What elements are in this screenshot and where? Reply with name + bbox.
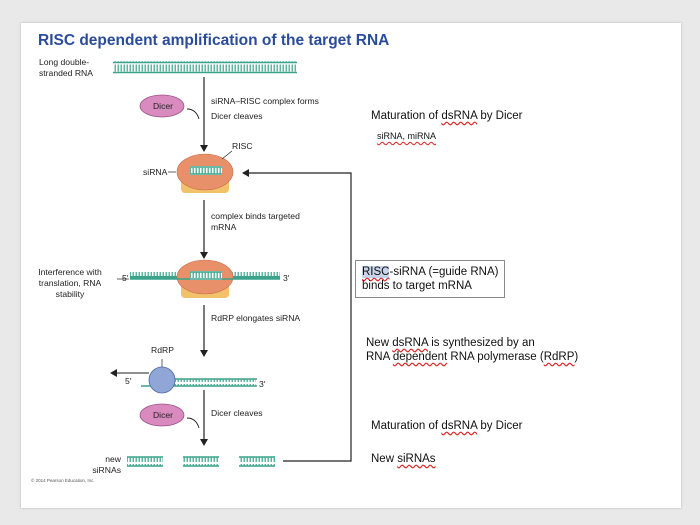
slide: RISC dependent amplification of the targ… [21, 23, 681, 508]
label-sirna: siRNA [143, 167, 168, 177]
risc-complex-2 [117, 259, 280, 298]
label-dicer-bottom: Dicer [152, 410, 174, 420]
label-long-dsrna: Long double-stranded RNA [39, 57, 93, 78]
new-sirnas-graphic [127, 456, 275, 467]
note-maturation-2: Maturation of dsRNA by Dicer [371, 420, 523, 432]
long-dsrna-graphic [113, 61, 297, 74]
label-interference: Interference with translation, RNA stabi… [38, 267, 102, 299]
label-step3: RdRP elongates siRNA [211, 313, 301, 323]
label-dicer-top: Dicer [152, 101, 174, 111]
feedback-arrow [242, 169, 352, 462]
label-3prime: 3′ [283, 273, 290, 283]
diagram-canvas [110, 61, 352, 467]
label-step4: Dicer cleaves [211, 408, 263, 418]
note-sirna-mirna: siRNA, miRNA [377, 131, 437, 141]
label-step2: complex binds targeted mRNA [211, 211, 300, 232]
label-5prime-2: 5′ [125, 376, 132, 386]
note-new-dsrna: New dsRNA is synthesized by an [366, 337, 535, 349]
dicer-top-shape [139, 94, 200, 120]
label-new-sirnas: new siRNAs [92, 454, 121, 475]
label-rdrp: RdRP [151, 345, 174, 355]
dicer-bottom-shape [139, 403, 200, 429]
note-rdrp-line: RNA dependent RNA polymerase (RdRP) [366, 351, 579, 363]
note-risc-box: RISC-siRNA (=guide RNA) binds to target … [355, 260, 506, 298]
rdrp-complex [110, 359, 257, 394]
label-step1: siRNA–RISC complex forms [211, 96, 319, 106]
risc-complex-1 [168, 150, 234, 193]
note-new-sirnas: New siRNAs [371, 453, 436, 465]
label-5prime: 5′ [122, 273, 129, 283]
label-step1b: Dicer cleaves [211, 111, 263, 121]
label-3prime-2: 3′ [259, 379, 266, 389]
label-risc: RISC [232, 141, 253, 151]
slide-title: RISC dependent amplification of the targ… [38, 32, 390, 49]
note-maturation-1: Maturation of dsRNA by Dicer [371, 110, 523, 122]
copyright: © 2014 Pearson Education, Inc. [31, 478, 95, 483]
